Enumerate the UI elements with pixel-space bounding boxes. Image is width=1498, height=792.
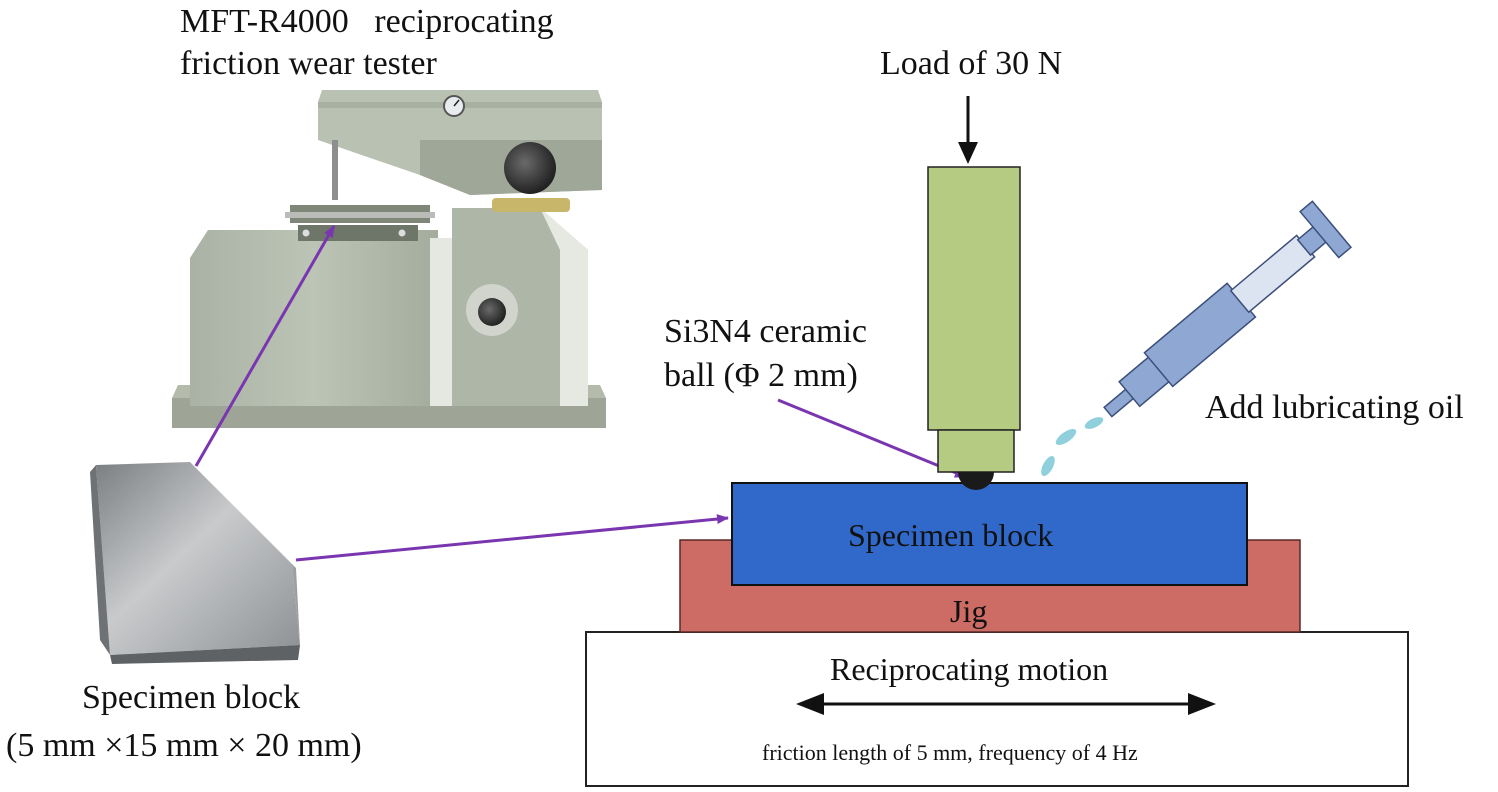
- tester-title-line1: MFT-R4000 reciprocating: [180, 3, 554, 40]
- specimen-photo-label-line2: (5 mm ×15 mm × 20 mm): [6, 727, 362, 764]
- pointer-arrow-photo-to-tester: [194, 225, 336, 467]
- ceramic-ball: [958, 472, 994, 490]
- reciprocating-stage: [585, 631, 1409, 787]
- ball-label-line1: Si3N4 ceramic: [664, 313, 867, 350]
- load-label: Load of 30 N: [880, 45, 1063, 82]
- pointer-arrow-photo-to-block: [295, 514, 729, 562]
- tester-title-line2: friction wear tester: [180, 45, 437, 82]
- motion-label: Reciprocating motion: [830, 651, 1109, 687]
- jig-label: Jig: [950, 593, 988, 629]
- load-rod: [927, 166, 1021, 431]
- load-arrow-head: [958, 142, 978, 164]
- ball-holder: [937, 429, 1015, 473]
- syringe-icon: [1103, 200, 1353, 418]
- oil-label: Add lubricating oil: [1205, 389, 1464, 426]
- ball-label-line2: ball (Φ 2 mm): [664, 357, 858, 394]
- specimen-block: [731, 482, 1248, 586]
- specimen-photo-label-line1: Specimen block: [82, 679, 301, 716]
- oil-drops: [1041, 417, 1104, 476]
- pointer-arrow-ball: [777, 398, 967, 479]
- motion-detail: friction length of 5 mm, frequency of 4 …: [762, 740, 1138, 765]
- motion-arrow-left-head: [796, 693, 824, 715]
- specimen-block-image: [90, 462, 300, 664]
- specimen-block-label: Specimen block: [848, 517, 1054, 553]
- motion-arrow-right-head: [1188, 693, 1216, 715]
- friction-tester-image: [172, 90, 606, 428]
